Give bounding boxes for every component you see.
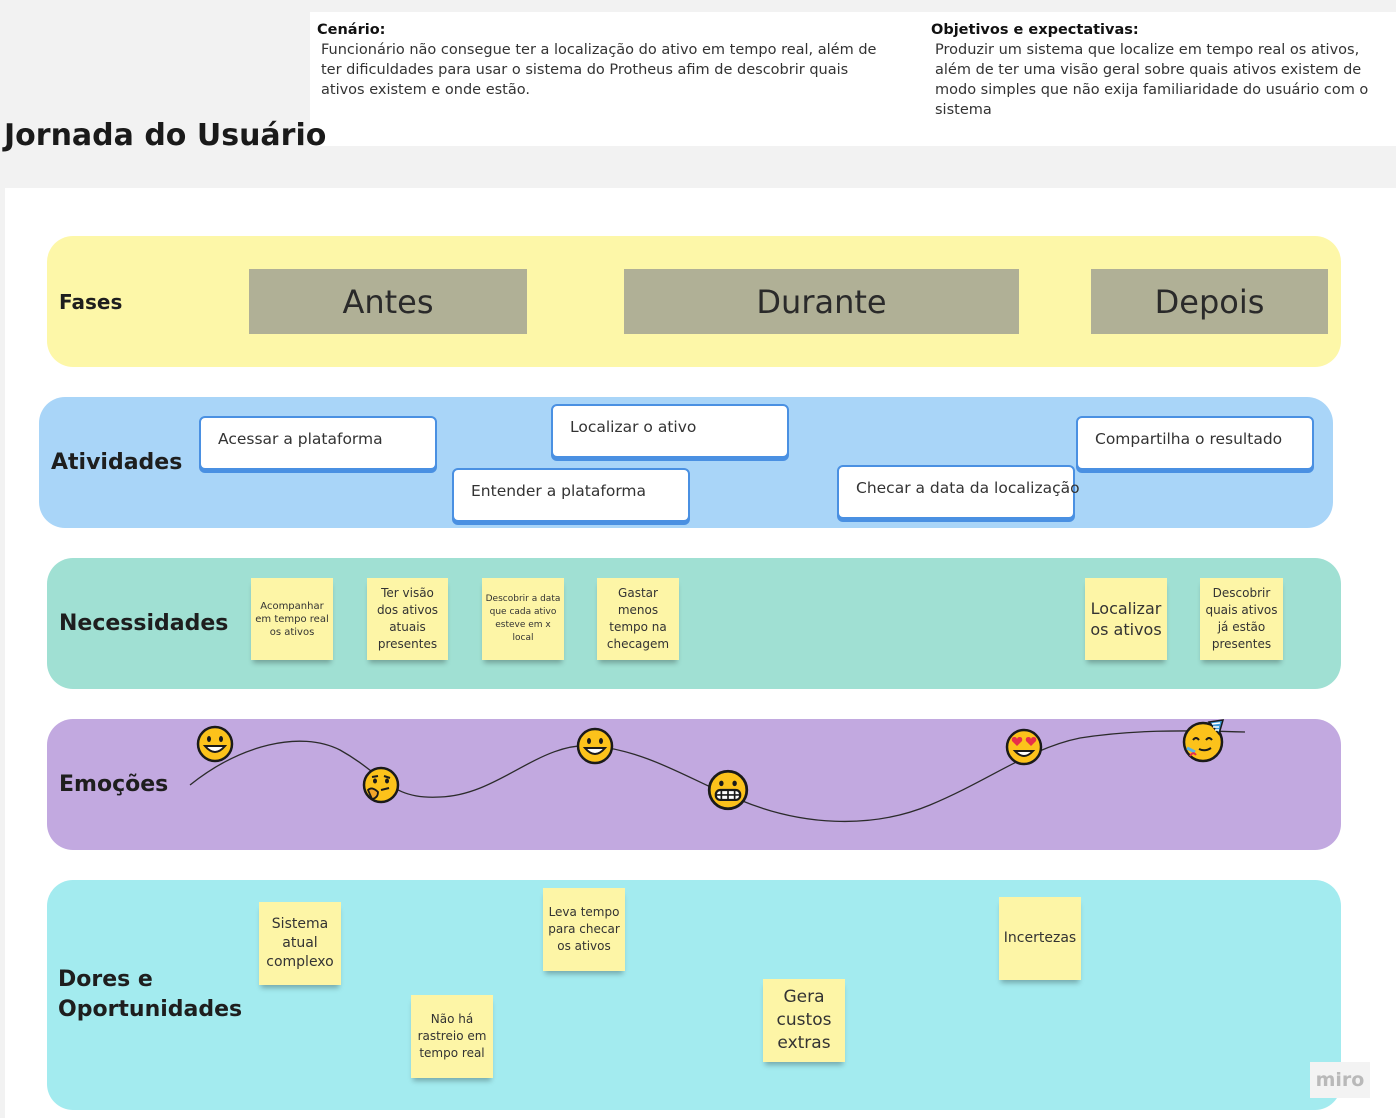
activity-card[interactable]: Acessar a plataforma [199, 416, 437, 470]
need-sticky[interactable]: Descobrir a data que cada ativo esteve e… [482, 578, 564, 660]
lane-label-activities: Atividades [51, 450, 183, 475]
pain-sticky[interactable]: Leva tempo para checar os ativos [543, 888, 625, 971]
need-sticky[interactable]: Gastar menos tempo na checagem [597, 578, 679, 660]
activity-card[interactable]: Compartilha o resultado [1076, 416, 1314, 470]
heart-eyes-face-icon[interactable] [1005, 728, 1043, 766]
thinking-face-icon[interactable] [362, 766, 400, 804]
objectives-text: Produzir um sistema que localize em temp… [935, 42, 1369, 118]
lane-label-pains-line1: Dores e [58, 967, 153, 992]
activity-card[interactable]: Entender a plataforma [452, 468, 690, 522]
need-sticky[interactable]: Acompanhar em tempo real os ativos [251, 578, 333, 660]
grimacing-face-icon[interactable] [707, 769, 749, 811]
lane-label-needs: Necessidades [59, 611, 229, 636]
scenario-text: Funcionário não consegue ter a localizaç… [321, 42, 877, 98]
miro-watermark: miro [1310, 1062, 1370, 1098]
pain-sticky[interactable]: Não há rastreio em tempo real [411, 995, 493, 1078]
grinning-face-icon[interactable] [576, 727, 614, 765]
phase-after[interactable]: Depois [1091, 269, 1328, 334]
lane-label-pains: Dores e Oportunidades [58, 965, 242, 1025]
pain-sticky[interactable]: Gera custos extras [763, 979, 845, 1062]
scenario-panel: Cenário: Funcionário não consegue ter a … [310, 12, 1396, 146]
need-sticky[interactable]: Ter visão dos ativos atuais presentes [367, 578, 448, 660]
scenario-heading: Cenário: [317, 22, 386, 38]
pain-sticky[interactable]: Incertezas [999, 897, 1081, 980]
grinning-face-icon[interactable] [196, 725, 234, 763]
objectives-section: Objetivos e expectativas: Produzir um si… [931, 20, 1386, 120]
need-sticky[interactable]: Descobrir quais ativos já estão presente… [1200, 578, 1283, 660]
need-sticky[interactable]: Localizar os ativos [1085, 578, 1167, 660]
objectives-heading: Objetivos e expectativas: [931, 22, 1139, 38]
activity-card[interactable]: Localizar o ativo [551, 404, 789, 458]
scenario-section: Cenário: Funcionário não consegue ter a … [317, 20, 877, 100]
phase-before[interactable]: Antes [249, 269, 527, 334]
activity-card[interactable]: Checar a data da localização [837, 465, 1080, 519]
lane-label-pains-line2: Oportunidades [58, 997, 243, 1022]
phase-during[interactable]: Durante [624, 269, 1019, 334]
lane-label-phases: Fases [59, 290, 123, 314]
lane-emotions [47, 719, 1341, 850]
page-title: Jornada do Usuário [4, 118, 327, 153]
lane-label-emotions: Emoções [59, 772, 169, 797]
pain-sticky[interactable]: Sistema atual complexo [259, 902, 341, 985]
party-face-icon[interactable] [1181, 718, 1227, 764]
